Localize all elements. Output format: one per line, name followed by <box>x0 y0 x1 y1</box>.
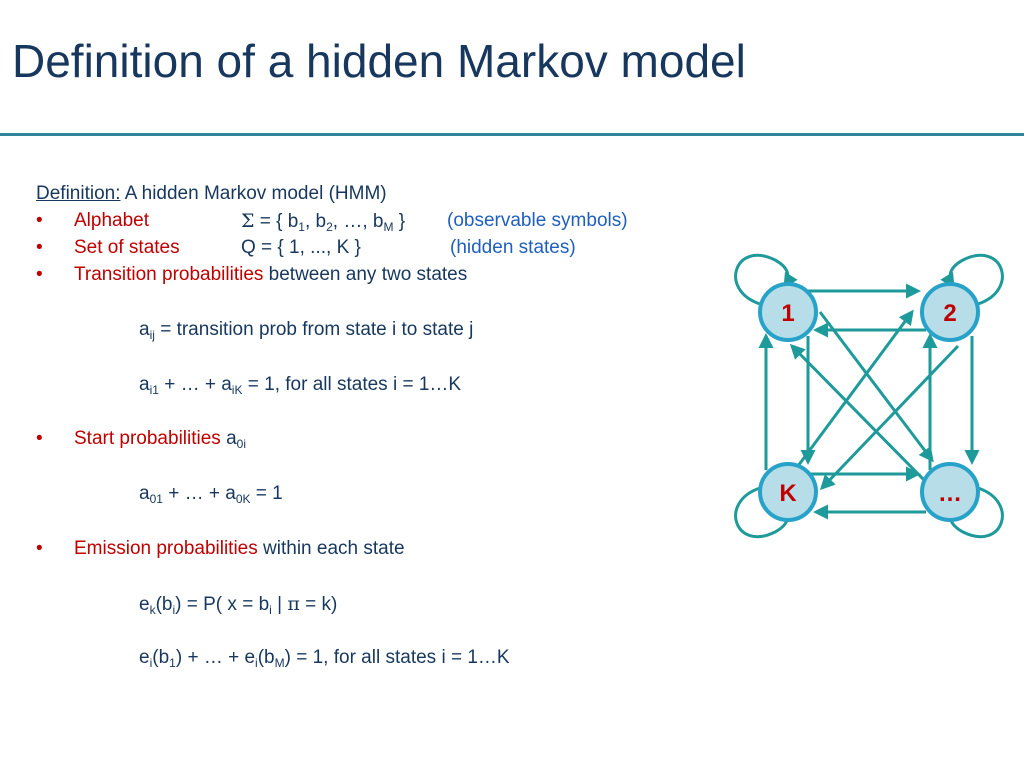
slide-title: Definition of a hidden Markov model <box>12 35 746 87</box>
self-loop-2 <box>940 253 1004 306</box>
state-label-dots: … <box>938 480 962 507</box>
emission-formula-2: ei(b1) + … + ei(bM) = 1, for all states … <box>139 647 510 670</box>
start-symbol: a0i <box>220 428 246 451</box>
title-divider <box>0 133 1024 136</box>
state-label-2: 2 <box>943 300 956 327</box>
start-term: Start probabilities <box>74 428 221 449</box>
emission-rest: within each state <box>257 538 405 559</box>
bullet-marker: • <box>36 428 43 449</box>
state-node-k <box>758 462 818 522</box>
state-node-1 <box>758 282 818 342</box>
transition-rest: between any two states <box>263 264 468 285</box>
alphabet-term: Alphabet <box>74 210 150 231</box>
transition-formula-2: ai1 + … + aiK = 1, for all states i = 1…… <box>139 374 462 397</box>
emission-formula-1: ek(bi) = P( x = bi | π = k) <box>139 593 338 617</box>
start-formula-1: a01 + … + a0K = 1 <box>139 483 283 506</box>
state-label-k: K <box>779 480 797 507</box>
bullet-marker: • <box>36 538 43 559</box>
state-node-2 <box>920 282 980 342</box>
states-term: Set of states <box>74 237 180 258</box>
edge-2-k <box>819 344 960 491</box>
edge-1-dots <box>818 311 934 463</box>
states-formula: Q = { 1, ..., K } <box>241 237 361 258</box>
definition-label: Definition: <box>36 183 121 204</box>
transition-formula-1: aij = transition prob from state i to st… <box>139 319 474 342</box>
definition-text: A hidden Markov model (HMM) <box>120 183 387 204</box>
transition-term: Transition probabilities <box>74 264 264 285</box>
alphabet-formula: Σ = { b1, b2, …, bM } <box>241 210 406 234</box>
bullet-marker: • <box>36 264 43 285</box>
state-node-dots <box>920 462 980 522</box>
emission-term: Emission probabilities <box>74 538 258 559</box>
states-note: (hidden states) <box>450 237 576 258</box>
edge-dots-1 <box>789 343 928 484</box>
hmm-state-diagram: 1 2 K … <box>734 253 1004 539</box>
state-label-1: 1 <box>781 300 794 327</box>
bullet-marker: • <box>36 237 43 258</box>
bullet-marker: • <box>36 210 43 231</box>
edge-k-2 <box>796 309 914 467</box>
self-loop-1 <box>734 253 798 306</box>
alphabet-note: (observable symbols) <box>447 210 628 231</box>
definition-line: Definition: A hidden Markov model (HMM) <box>36 183 387 205</box>
